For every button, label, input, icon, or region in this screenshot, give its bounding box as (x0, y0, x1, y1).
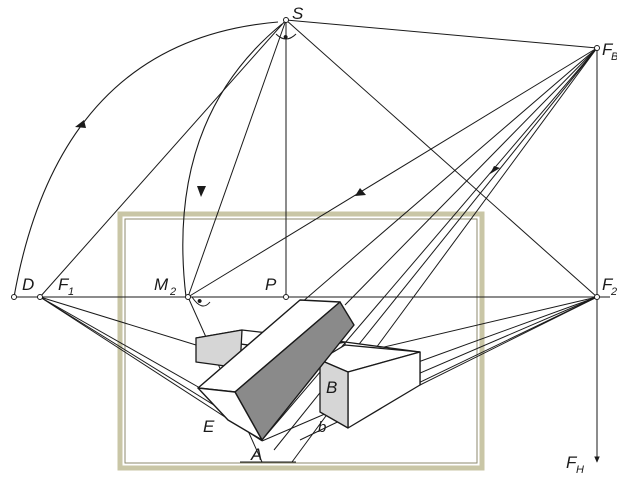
label-fh-sub: H (576, 464, 584, 476)
label-f2: F (602, 275, 614, 294)
point-d (11, 294, 17, 300)
tilted-prism (197, 299, 355, 441)
svg-text:•: • (283, 29, 288, 46)
lines-from-s (39, 19, 598, 298)
label-fh: F (566, 453, 578, 472)
arc-arrowhead-d (75, 120, 86, 128)
label-m2: M (154, 275, 169, 294)
label-f1-sub: 1 (68, 286, 74, 298)
label-b-lower: b (318, 419, 326, 436)
label-fb: F (602, 40, 614, 59)
label-f2-sub: 2 (610, 286, 617, 298)
label-e: E (203, 417, 215, 436)
point-f2 (594, 294, 600, 300)
point-f1 (37, 294, 43, 300)
arc-arrowhead-m2 (197, 186, 206, 197)
point-m2 (185, 294, 191, 300)
label-b-upper: B (326, 378, 337, 397)
svg-text:•: • (197, 293, 202, 310)
right-angle-mark-m2: • (191, 293, 211, 310)
label-s: S (292, 4, 304, 23)
point-p (283, 294, 289, 300)
label-fb-sub: B (611, 51, 617, 63)
arrowhead-fb-2 (490, 166, 500, 174)
point-s (283, 17, 289, 23)
label-m2-sub: 2 (169, 286, 176, 298)
point-fb (594, 45, 600, 51)
arc-s-to-m2 (182, 23, 283, 298)
label-p: P (265, 275, 277, 294)
label-f1: F (58, 275, 70, 294)
label-a: A (250, 445, 262, 464)
right-angle-mark-s: • (275, 29, 297, 46)
label-d: D (22, 275, 34, 294)
arrowhead-fb-1 (355, 188, 366, 196)
arc-s-to-d (13, 21, 279, 298)
points (11, 17, 600, 300)
